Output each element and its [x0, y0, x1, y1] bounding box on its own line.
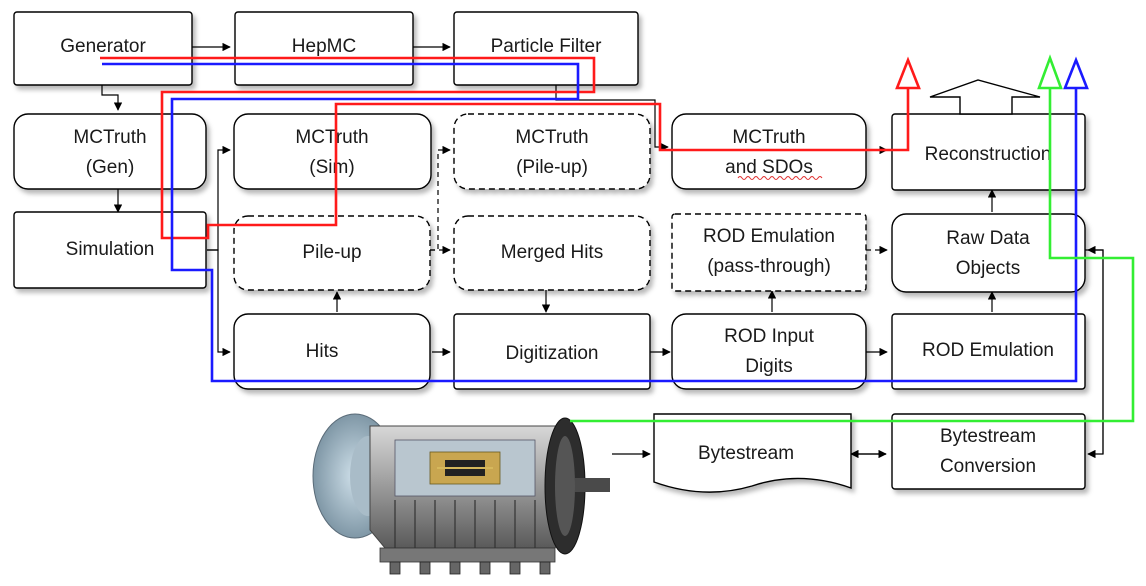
arrow-simulation-hits: [207, 249, 231, 357]
detector-image: [312, 413, 610, 575]
svg-text:MCTruth: MCTruth: [73, 127, 146, 148]
box-mctruth-sim: MCTruth (Sim): [233, 113, 432, 190]
svg-text:ROD Emulation: ROD Emulation: [922, 340, 1054, 361]
svg-text:Digitization: Digitization: [506, 343, 599, 364]
box-simulation: Simulation: [13, 211, 207, 289]
arrow-bs-conversion-rdo: [1087, 245, 1104, 454]
green-flow-path: [570, 88, 1135, 423]
svg-text:Raw Data: Raw Data: [946, 228, 1030, 249]
svg-text:MCTruth: MCTruth: [295, 127, 368, 148]
svg-text:Simulation: Simulation: [66, 239, 155, 260]
svg-text:(Gen): (Gen): [86, 157, 135, 178]
svg-text:MCTruth: MCTruth: [515, 127, 588, 148]
box-merged-hits: Merged Hits: [453, 215, 651, 291]
box-bytestream-conversion: Bytestream Conversion: [891, 413, 1086, 490]
box-digitization: Digitization: [453, 313, 651, 390]
box-reconstruction: Reconstruction: [891, 113, 1086, 191]
red-flow-path-end: [888, 88, 910, 152]
svg-text:Particle Filter: Particle Filter: [491, 36, 603, 57]
svg-text:Bytestream: Bytestream: [698, 443, 794, 464]
arrow-rdo-bs-conversion: [1085, 249, 1104, 459]
arrow-pileup-mctruth-pileup: [430, 145, 451, 251]
arrow-simulation-mctruth-sim: [207, 145, 231, 251]
box-raw-data-objects: Raw Data Objects: [891, 213, 1086, 293]
svg-text:Reconstruction: Reconstruction: [925, 144, 1052, 165]
box-generator: Generator: [13, 11, 193, 86]
output-arrow-icon: [929, 79, 1041, 115]
box-rod-emulation-pass: ROD Emulation (pass-through): [671, 213, 867, 292]
svg-text:Objects: Objects: [956, 258, 1020, 279]
box-bytestream: Bytestream: [653, 413, 852, 493]
svg-text:Pile-up: Pile-up: [302, 242, 361, 263]
connectors: [101, 42, 1104, 459]
box-mctruth-gen: MCTruth (Gen): [13, 113, 207, 190]
red-flow-path: [100, 56, 888, 240]
svg-text:ROD Input: ROD Input: [724, 326, 814, 347]
box-pileup: Pile-up: [233, 215, 431, 291]
svg-text:ROD Emulation: ROD Emulation: [703, 226, 835, 247]
green-output-arrow-icon: [1037, 54, 1063, 90]
svg-text:(Pile-up): (Pile-up): [516, 157, 588, 178]
svg-text:(pass-through): (pass-through): [707, 256, 831, 277]
svg-text:Conversion: Conversion: [940, 456, 1036, 477]
red-output-arrow-icon: [895, 56, 921, 90]
svg-text:Digits: Digits: [745, 356, 793, 377]
box-rod-emulation: ROD Emulation: [891, 313, 1086, 390]
svg-text:and SDOs: and SDOs: [725, 157, 813, 178]
svg-text:(Sim): (Sim): [309, 157, 354, 178]
blue-output-arrow-icon: [1063, 56, 1089, 90]
svg-text:MCTruth: MCTruth: [732, 127, 805, 148]
box-mctruth-pileup: MCTruth (Pile-up): [453, 113, 651, 190]
svg-text:Bytestream: Bytestream: [940, 426, 1036, 447]
box-hits: Hits: [233, 313, 431, 390]
svg-text:Merged Hits: Merged Hits: [501, 242, 603, 263]
svg-text:HepMC: HepMC: [292, 36, 356, 57]
box-hepmc: HepMC: [234, 11, 414, 86]
arrow-generator-mctruth-gen: [101, 85, 123, 111]
svg-text:Generator: Generator: [60, 36, 146, 57]
blue-flow-path: [102, 62, 1078, 383]
box-particle-filter: Particle Filter: [453, 11, 639, 86]
box-rod-input-digits: ROD Input Digits: [671, 313, 867, 390]
box-mctruth-sdos: MCTruth and SDOs: [671, 113, 867, 190]
svg-text:Hits: Hits: [306, 341, 339, 362]
spellcheck-squiggle: [737, 176, 823, 180]
